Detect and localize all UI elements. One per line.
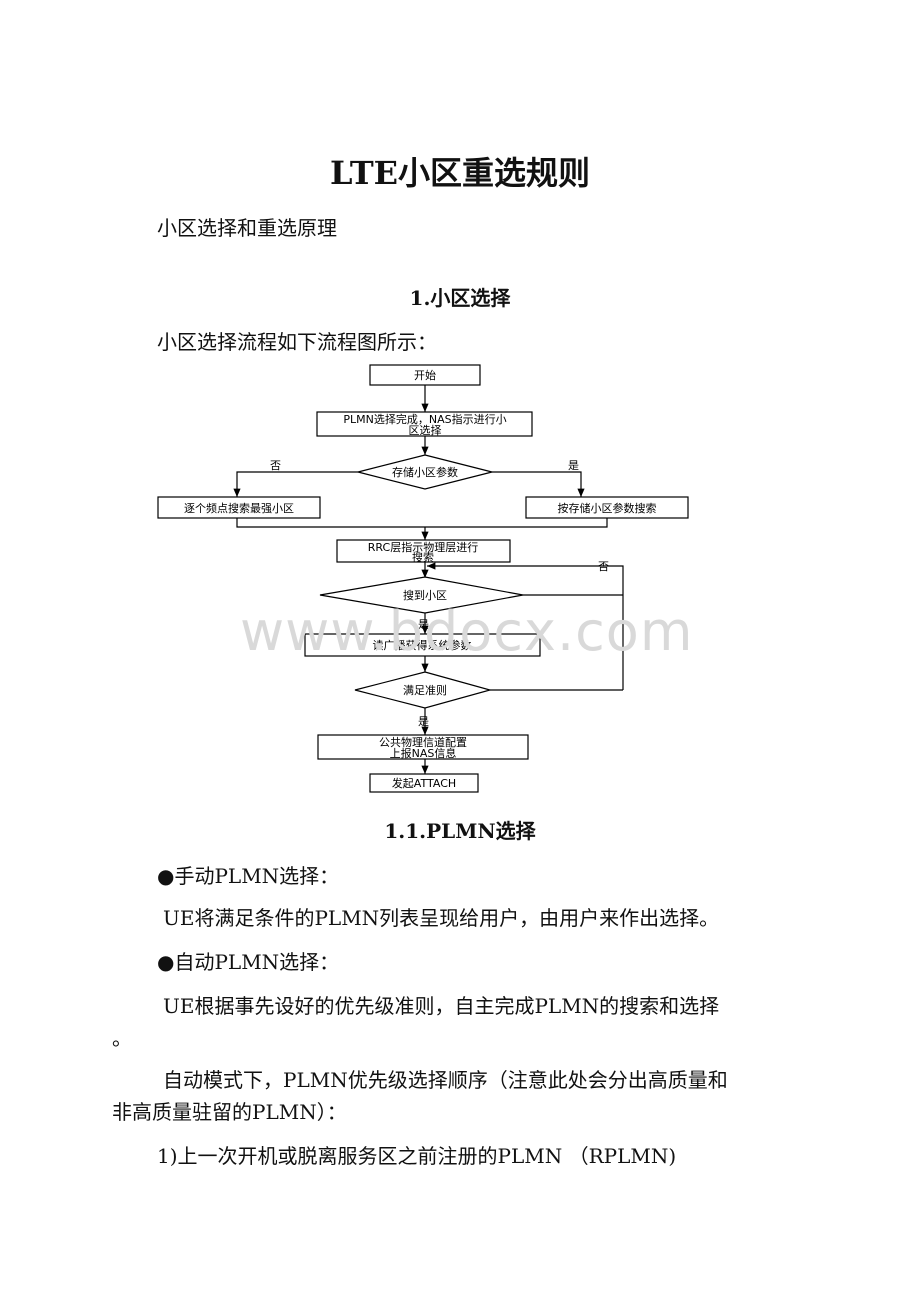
flow-criteria-yes-label: 是 [418,715,429,728]
auto-mode-line-2: 非高质量驻留的PLMN）： [112,1100,347,1124]
flow-found-yes-label: 是 [418,618,429,631]
section-heading-1-1: 1.1.PLMN选择 [384,819,536,843]
flow-criteria-label: 满足准则 [403,684,447,697]
list-item-1: 1)上一次开机或脱离服务区之前注册的PLMN （RPLMN) [157,1144,677,1168]
watermark: www.bdocx.com [240,600,694,663]
flow-attach-label: 发起ATTACH [392,776,456,790]
flow-stored-params-decision [357,454,493,490]
auto-description: UE根据事先设好的优先级准则，自主完成PLMN的搜索和选择 [163,994,720,1018]
subtitle: 小区选择和重选原理 [157,216,337,240]
flow-loop-back [427,562,624,690]
flow-rrc-label-1: RRC层指示物理层进行 [368,540,478,554]
section-intro: 小区选择流程如下流程图所示： [157,330,437,354]
flow-read-broadcast-label: 读广播获得系统参数 [373,638,472,652]
flow-merge-right [425,518,608,528]
flow-attach-box [369,773,479,793]
flow-found-cell-label: 搜到小区 [403,588,447,602]
flow-yes-label: 是 [568,459,579,472]
bullet-auto: ●自动PLMN选择： [157,950,340,974]
flow-stored-params-label: 存储小区参数 [392,465,458,479]
manual-description: UE将满足条件的PLMN列表呈现给用户，由用户来作出选择。 [163,906,720,930]
flow-left-search-label: 逐个频点搜索最强小区 [184,501,294,515]
flow-common-label-1: 公共物理信道配置 [379,735,467,749]
flow-right-search-label: 按存储小区参数搜索 [558,501,657,515]
flow-start-label: 开始 [414,368,436,382]
flow-rrc-label-2: 搜索 [412,550,434,564]
flow-merge-left [236,518,425,528]
flow-no-label: 否 [270,459,281,472]
auto-description-end: 。 [112,1026,132,1050]
auto-mode-line-1: 自动模式下，PLMN优先级选择顺序（注意此处会分出高质量和 [163,1068,728,1092]
section-heading-1: 1.小区选择 [409,286,511,310]
flow-search-no-label: 否 [598,560,609,573]
flow-branch-no [233,471,358,497]
bullet-manual: ●手动PLMN选择： [157,864,340,888]
flow-plmn-box [316,411,533,437]
document-title: LTE小区重选规则 [329,154,591,192]
flow-branch-yes [492,471,585,497]
flow-rrc-box [336,539,511,563]
flow-common-label-2: 上报NAS信息 [390,746,457,760]
cell-selection-flowchart: 开始 PLMN选择完成，NAS指示进行小 区选择 存储小区参数 否 是 逐个频点… [157,364,689,793]
flow-common-channel-box [317,734,529,760]
flow-plmn-label-2: 区选择 [409,423,442,437]
flow-plmn-label-1: PLMN选择完成，NAS指示进行小 [343,412,506,426]
flow-read-broadcast-box [304,633,541,657]
flow-left-search-box [157,496,321,519]
